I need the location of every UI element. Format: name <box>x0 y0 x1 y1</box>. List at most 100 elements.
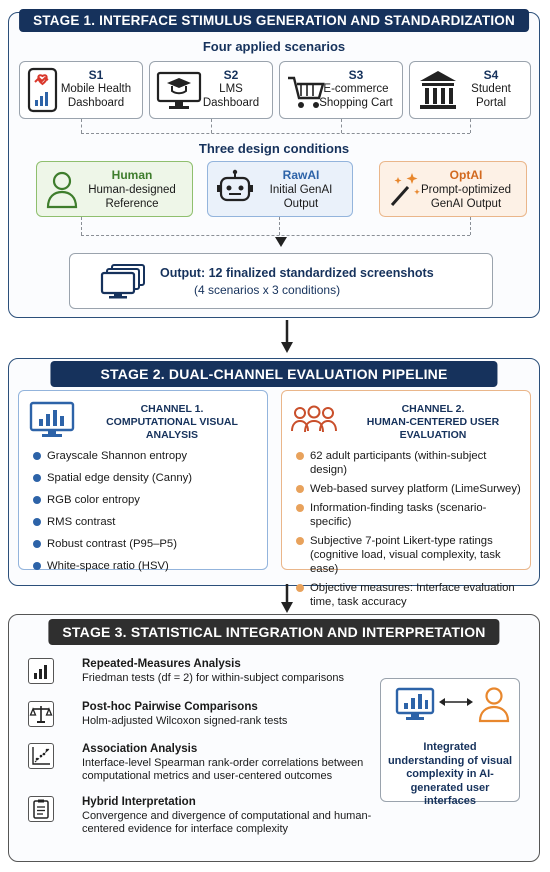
condition-line1: Human-designed <box>88 183 176 196</box>
list-item: Robust contrast (P95–P5) <box>31 537 261 551</box>
magic-wand-icon <box>388 169 422 214</box>
connector-line <box>470 217 471 235</box>
metric-list: Grayscale Shannon entropy Spatial edge d… <box>31 449 261 581</box>
analysis-desc: Interface-level Spearman rank-order corr… <box>82 756 364 783</box>
bar-chart-icon <box>28 658 54 684</box>
clipboard-icon <box>28 796 54 822</box>
stage-1-title: STAGE 1. INTERFACE STIMULUS GENERATION A… <box>19 9 529 32</box>
analysis-item: Association Analysis Interface-level Spe… <box>28 743 368 783</box>
condition-name: OptAI <box>449 168 483 182</box>
channel-2-label: CHANNEL 2. <box>401 403 465 415</box>
scenario-card-s3: S3 E-commerce Shopping Cart <box>279 61 403 119</box>
list-item: Grayscale Shannon entropy <box>31 449 261 463</box>
analysis-item: Post-hoc Pairwise Comparisons Holm-adjus… <box>28 701 368 735</box>
output-box: Output: 12 finalized standardized screen… <box>69 253 493 309</box>
connector-line <box>279 217 280 235</box>
condition-name: Human <box>111 168 153 182</box>
scenario-line1: Student <box>471 83 511 95</box>
condition-text: RawAI Initial GenAI Output <box>258 168 344 212</box>
channel-1-label: CHANNEL 1. <box>140 403 204 415</box>
analysis-text: Association Analysis Interface-level Spe… <box>82 743 382 784</box>
analysis-text: Post-hoc Pairwise Comparisons Holm-adjus… <box>82 701 382 728</box>
connector-line <box>470 119 471 133</box>
condition-text: OptAI Prompt-optimized GenAI Output <box>414 168 518 212</box>
scatter-plot-icon <box>28 743 54 769</box>
channel-2-heading: CHANNEL 2. HUMAN-CENTERED USER EVALUATIO… <box>340 403 526 442</box>
scenario-text: S4 Student Portal <box>458 68 524 110</box>
scenarios-title: Four applied scenarios <box>202 39 346 54</box>
scenario-line1: LMS <box>219 83 243 95</box>
scenario-line1: Mobile Health <box>60 83 132 95</box>
condition-card-rawai: RawAI Initial GenAI Output <box>207 161 353 217</box>
double-arrow-icon <box>439 695 473 713</box>
condition-line1: Prompt-optimized <box>420 183 512 196</box>
scenario-line1: E-commerce <box>323 83 389 95</box>
list-item: RMS contrast <box>31 515 261 529</box>
scenario-text: S1 Mobile Health Dashboard <box>56 68 136 110</box>
monitor-graduation-cap-icon <box>156 67 202 118</box>
arrow-down-icon <box>281 584 293 619</box>
channel-1-heading: CHANNEL 1. COMPUTATIONAL VISUAL ANALYSIS <box>79 403 265 442</box>
user-group-icon <box>290 403 338 440</box>
list-item: RGB color entropy <box>31 493 261 507</box>
scenario-text: S3 E-commerce Shopping Cart <box>316 68 396 110</box>
condition-line2: Reference <box>105 198 159 210</box>
monitor-chart-icon <box>395 687 435 728</box>
list-item: Information-finding tasks (scenario-spec… <box>294 501 524 529</box>
connector-line <box>341 119 342 133</box>
person-icon <box>477 685 511 728</box>
stacked-screens-icon <box>100 264 146 305</box>
output-title: Output: 12 finalized standardized screen… <box>160 266 434 280</box>
robot-icon <box>216 169 254 214</box>
analysis-text: Repeated-Measures Analysis Friedman test… <box>82 658 382 685</box>
analysis-title: Post-hoc Pairwise Comparisons <box>82 701 258 713</box>
connector-line <box>81 235 470 236</box>
scenario-card-s4: S4 Student Portal <box>409 61 531 119</box>
connector-line <box>81 217 82 235</box>
analysis-text: Hybrid Interpretation Convergence and di… <box>82 796 382 837</box>
list-item: White-space ratio (HSV) <box>31 559 261 573</box>
scenario-code: S2 <box>223 68 239 82</box>
condition-line2: GenAI Output <box>430 198 502 210</box>
condition-line2: Output <box>283 198 319 210</box>
analysis-title: Association Analysis <box>82 743 198 755</box>
scenario-card-s2: S2 LMS Dashboard <box>149 61 273 119</box>
arrow-down-icon <box>275 237 287 247</box>
condition-line1: Initial GenAI <box>269 183 333 196</box>
analysis-desc: Friedman tests (df = 2) for within-subje… <box>82 671 344 684</box>
phone-heart-chart-icon <box>26 67 60 118</box>
stage-1-panel: STAGE 1. INTERFACE STIMULUS GENERATION A… <box>8 9 540 318</box>
list-item: 62 adult participants (within-subject de… <box>294 449 524 477</box>
stage-2-title: STAGE 2. DUAL-CHANNEL EVALUATION PIPELIN… <box>50 361 498 387</box>
list-item: Spatial edge density (Canny) <box>31 471 261 485</box>
scenario-line2: Shopping Cart <box>319 97 393 109</box>
scenario-line2: Dashboard <box>67 97 125 109</box>
analysis-item: Hybrid Interpretation Convergence and di… <box>28 796 371 836</box>
channel-2-title: HUMAN-CENTERED USER EVALUATION <box>366 416 500 441</box>
channel-1-panel: CHANNEL 1. COMPUTATIONAL VISUAL ANALYSIS… <box>18 390 268 572</box>
connector-line <box>81 133 470 134</box>
stage-3-title: STAGE 3. STATISTICAL INTEGRATION AND INT… <box>48 619 500 645</box>
analysis-desc: Convergence and divergence of computatio… <box>82 809 372 836</box>
condition-card-optai: OptAI Prompt-optimized GenAI Output <box>379 161 527 217</box>
university-building-icon <box>416 67 460 118</box>
channel-1-title: COMPUTATIONAL VISUAL ANALYSIS <box>106 416 238 441</box>
scenario-card-s1: S1 Mobile Health Dashboard <box>19 61 143 119</box>
scenario-code: S4 <box>483 68 499 82</box>
balance-scale-icon <box>28 701 54 727</box>
condition-card-human: Human Human-designed Reference <box>36 161 193 217</box>
scenario-code: S1 <box>88 68 104 82</box>
output-subtitle: (4 scenarios x 3 conditions) <box>194 283 341 297</box>
scenario-code: S3 <box>348 68 364 82</box>
analysis-title: Repeated-Measures Analysis <box>82 658 241 670</box>
list-item: Web-based survey platform (LimeSurwey) <box>294 482 524 496</box>
connector-line <box>81 119 82 133</box>
integrated-understanding-text: Integrated understanding of visual compl… <box>387 741 513 807</box>
shopping-cart-icon <box>286 72 326 117</box>
condition-text: Human Human-designed Reference <box>80 168 184 212</box>
list-item: Objective measures: Interface evaluation… <box>294 581 524 609</box>
channel-2-panel: CHANNEL 2. HUMAN-CENTERED USER EVALUATIO… <box>281 390 531 608</box>
condition-name: RawAI <box>282 168 320 182</box>
analysis-desc: Holm-adjusted Wilcoxon signed-rank tests <box>82 714 288 727</box>
monitor-chart-icon <box>29 401 75 444</box>
